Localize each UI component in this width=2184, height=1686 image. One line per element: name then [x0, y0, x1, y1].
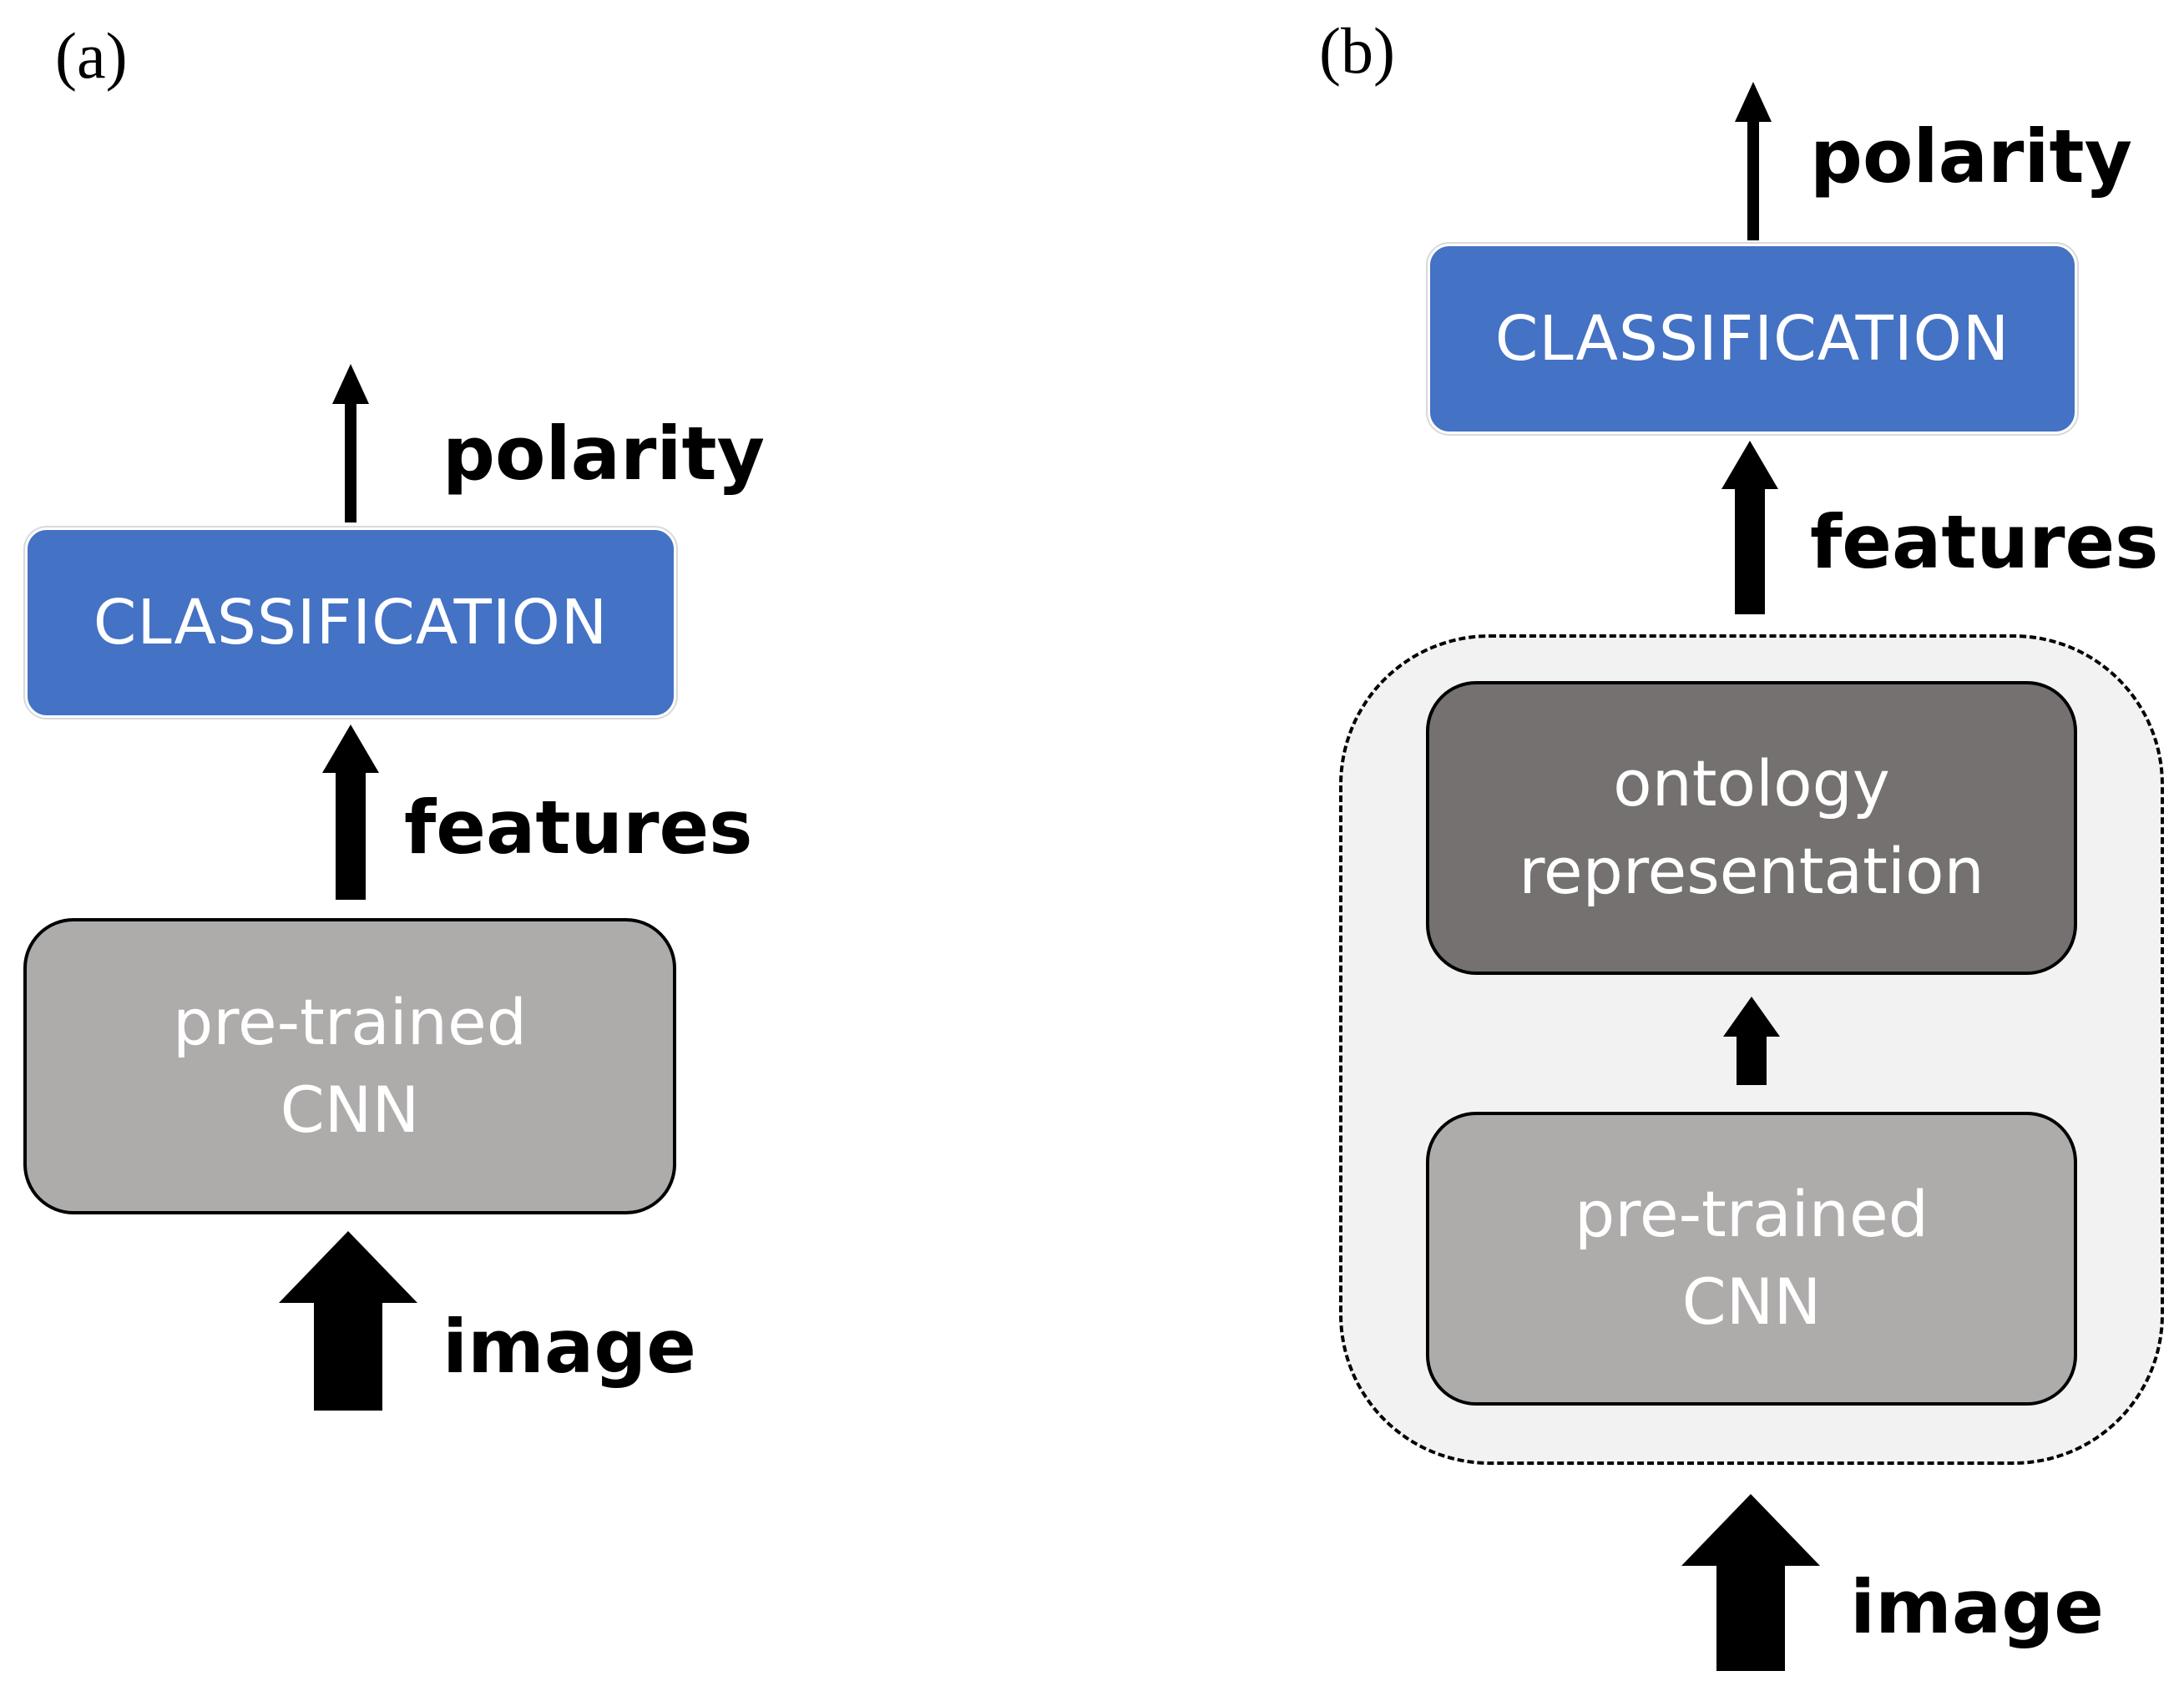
panel-a-label: (a) [55, 19, 128, 92]
panel-b-cnn-line1: pre-trained [1575, 1177, 1929, 1252]
panel-a-cnn-line1: pre-trained [173, 984, 527, 1059]
panel-b-polarity-label: polarity [1810, 114, 2132, 199]
panel-b-classification-box: CLASSIFICATION [1426, 242, 2079, 436]
panel-a-polarity-arrow [332, 364, 369, 522]
panel-b-label: (b) [1319, 14, 1395, 87]
panel-a-classification-box: CLASSIFICATION [23, 526, 678, 719]
panel-b-classification-text: CLASSIFICATION [1494, 303, 2010, 375]
panel-a-cnn-box: pre-trained CNN [23, 918, 676, 1214]
panel-b-polarity-arrow [1735, 82, 1772, 240]
panel-b-cnn-box: pre-trained CNN [1426, 1112, 2077, 1406]
panel-a-features-label: features [404, 785, 753, 871]
panel-b-image-arrow [1681, 1494, 1820, 1671]
panel-b-features-label: features [1810, 499, 2159, 585]
panel-b-features-arrow [1721, 441, 1778, 614]
panel-a-image-arrow [279, 1231, 417, 1411]
panel-a-cnn-line2: CNN [280, 1072, 420, 1147]
panel-b-image-label: image [1850, 1564, 2104, 1650]
panel-b-inner-arrow [1723, 997, 1780, 1085]
panel-b-ontology-box: ontology representation [1426, 681, 2077, 975]
panel-b-ontology-line2: representation [1519, 834, 1984, 908]
panel-a-polarity-label: polarity [442, 411, 765, 497]
panel-a-image-label: image [442, 1304, 696, 1390]
panel-a-classification-text: CLASSIFICATION [93, 587, 609, 659]
panel-b-ontology-line1: ontology [1613, 746, 1890, 821]
panel-b-cnn-line2: CNN [1681, 1264, 1822, 1339]
panel-a-features-arrow [322, 724, 379, 900]
